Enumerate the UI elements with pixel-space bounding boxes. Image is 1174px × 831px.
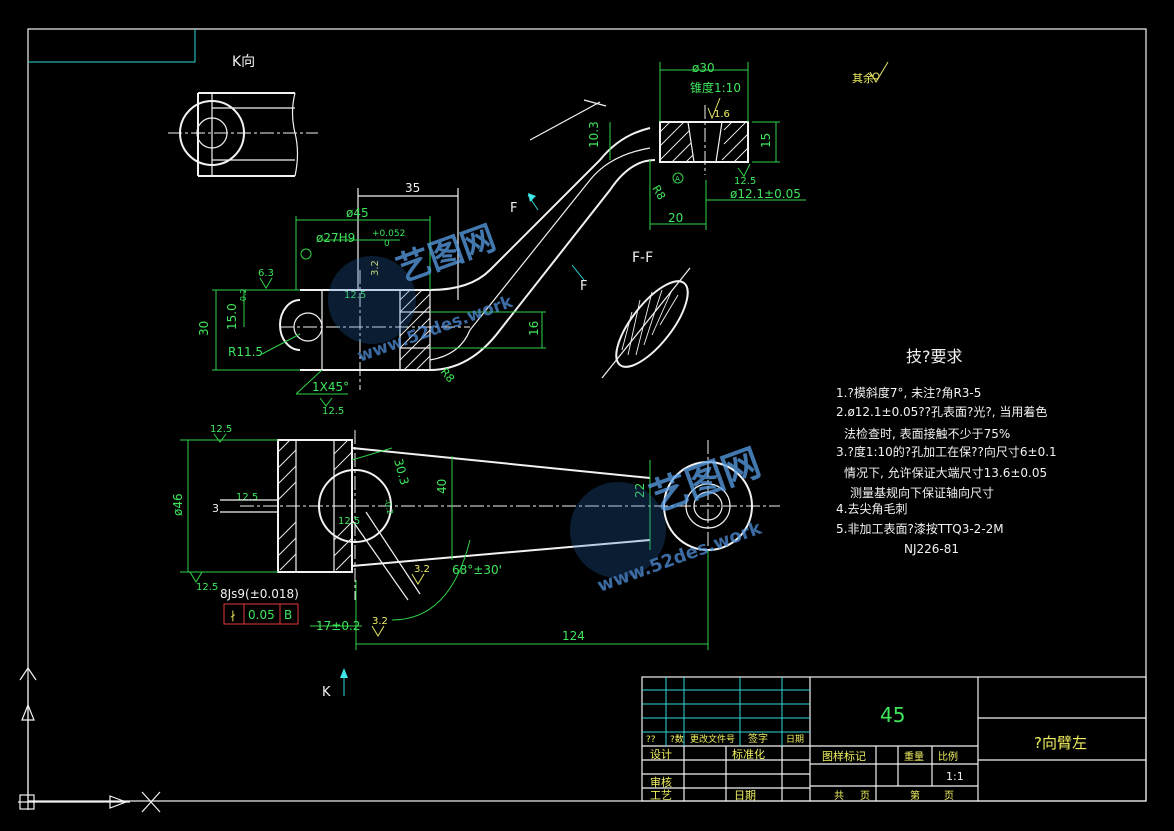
svg-text:B: B xyxy=(284,608,292,622)
default-roughness-note: 其余 xyxy=(852,61,889,85)
svg-text:标准化: 标准化 xyxy=(732,747,765,761)
top-view xyxy=(279,99,749,390)
svg-text:15: 15 xyxy=(759,133,773,148)
svg-text:日期: 日期 xyxy=(786,734,804,745)
svg-text:重量: 重量 xyxy=(904,750,924,763)
svg-text:6.3: 6.3 xyxy=(258,268,274,279)
svg-text:设计: 设计 xyxy=(650,748,672,761)
svg-text:更改文件号: 更改文件号 xyxy=(690,733,735,745)
svg-text:10.3: 10.3 xyxy=(587,121,601,148)
tech-line-4: 3.?度1:10的?孔加工在保??向尺寸6±0.1 xyxy=(836,444,1057,459)
tech-line-1: 1.?模斜度7°, 未注?角R3-5 xyxy=(836,385,981,400)
tech-title: 技?要求 xyxy=(906,347,963,366)
watermark-bottom: 艺图网 www.52des.work xyxy=(570,440,766,597)
tech-line-7: 4.去尖角毛刺 xyxy=(836,502,907,516)
svg-text:工艺: 工艺 xyxy=(650,789,672,802)
svg-text:12.5: 12.5 xyxy=(236,492,258,503)
svg-text:R11.5: R11.5 xyxy=(228,345,263,359)
svg-text:17±0.2: 17±0.2 xyxy=(316,619,360,633)
svg-text:22: 22 xyxy=(633,483,647,498)
svg-text:ø12.1±0.05: ø12.1±0.05 xyxy=(730,187,801,201)
svg-text:页: 页 xyxy=(860,790,870,802)
svg-text:签字: 签字 xyxy=(748,732,768,745)
svg-text:1.6: 1.6 xyxy=(714,109,730,120)
svg-text:1:1: 1:1 xyxy=(946,770,964,783)
svg-text:ø30: ø30 xyxy=(692,61,715,75)
svg-text:F: F xyxy=(580,279,587,294)
svg-text:15.0: 15.0 xyxy=(225,303,239,330)
svg-text:124: 124 xyxy=(562,629,585,643)
svg-text:12.5: 12.5 xyxy=(338,516,360,527)
svg-text:锥度1:10: 锥度1:10 xyxy=(690,80,741,95)
svg-text:第: 第 xyxy=(910,789,920,802)
svg-text:20: 20 xyxy=(668,211,683,225)
ucs-icon xyxy=(18,666,161,813)
svg-text:共: 共 xyxy=(834,790,844,802)
svg-text:-0.2: -0.2 xyxy=(382,498,395,515)
svg-text:其余: 其余 xyxy=(852,71,874,85)
k-view-label: K向 xyxy=(232,54,255,70)
svg-text:+0.052: +0.052 xyxy=(372,229,405,239)
svg-text:40: 40 xyxy=(435,479,449,494)
tech-line-8: 5.非加工表面?漆按TTQ3-2-2M xyxy=(836,522,1004,536)
ff-section-label: F-F xyxy=(632,250,653,266)
svg-text:30.3: 30.3 xyxy=(391,457,411,486)
svg-text:页: 页 xyxy=(944,790,954,802)
svg-text:-0.2: -0.2 xyxy=(239,288,248,304)
svg-text:审核: 审核 xyxy=(650,775,672,789)
svg-text:12.5: 12.5 xyxy=(322,406,344,417)
svg-text:12.5: 12.5 xyxy=(210,424,232,435)
svg-text:3.2: 3.2 xyxy=(370,260,381,276)
svg-text:35: 35 xyxy=(405,181,420,195)
svg-text:12.5: 12.5 xyxy=(196,582,218,593)
reverse-title-box xyxy=(28,29,196,63)
front-view xyxy=(240,430,780,601)
tech-line-6: 测量基规向下保证轴向尺寸 xyxy=(850,485,994,500)
svg-text:0.05: 0.05 xyxy=(248,608,275,622)
svg-text:1X45°: 1X45° xyxy=(312,380,349,394)
svg-text:ø46: ø46 xyxy=(171,493,185,516)
svg-text:?数: ?数 xyxy=(670,733,684,745)
svg-text:??: ?? xyxy=(646,735,656,745)
svg-text:图样标记: 图样标记 xyxy=(822,749,866,763)
part-name: ?向臂左 xyxy=(1034,734,1087,752)
tech-line-9: NJ226-81 xyxy=(904,542,959,556)
technical-requirements: 技?要求 1.?模斜度7°, 未注?角R3-5 2.ø12.1±0.05??孔表… xyxy=(836,347,1057,556)
svg-text:16: 16 xyxy=(527,321,541,336)
svg-text:12.5: 12.5 xyxy=(344,290,366,301)
front-dimensions: ø46 12.5 12.5 3 12.5 30.3 -0.2 40 22 3.2… xyxy=(171,424,709,700)
title-block: ?? ?数 更改文件号 签字 日期 设计 标准化 审核 工艺 日期 图样标记 重… xyxy=(641,676,1147,802)
ff-section xyxy=(601,267,691,379)
svg-text:A: A xyxy=(675,175,680,183)
sheet-border xyxy=(27,28,1147,802)
svg-text:ø27H9: ø27H9 xyxy=(316,231,355,245)
svg-text:F: F xyxy=(510,201,517,216)
svg-text:8Js9(±0.018): 8Js9(±0.018) xyxy=(220,587,299,601)
svg-text:3.2: 3.2 xyxy=(414,564,430,575)
svg-text:0: 0 xyxy=(384,239,390,249)
k-view xyxy=(168,92,318,177)
svg-text:R8: R8 xyxy=(649,183,668,202)
top-dimensions: ø30 锥度1:10 1.6 10.3 15 R8 12.5 A ø12.1±0… xyxy=(197,61,806,417)
svg-text:30: 30 xyxy=(197,321,211,336)
tech-line-3: 法检查时, 表面接触不少于75% xyxy=(844,426,1010,441)
svg-text:日期: 日期 xyxy=(734,789,756,802)
tech-line-5: 情况下, 允许保证大端尺寸13.6±0.05 xyxy=(844,465,1047,480)
svg-text:3: 3 xyxy=(212,502,219,515)
svg-text:K: K xyxy=(322,685,331,700)
section-f-marks: F F xyxy=(510,193,587,294)
svg-text:艺图网: 艺图网 xyxy=(391,218,501,290)
svg-text:12.5: 12.5 xyxy=(734,176,756,187)
svg-text:∤: ∤ xyxy=(230,609,236,622)
svg-text:3.2: 3.2 xyxy=(372,616,388,627)
svg-text:ø45: ø45 xyxy=(346,206,369,220)
svg-text:比例: 比例 xyxy=(938,750,958,763)
material: 45 xyxy=(880,703,905,727)
tech-line-2: 2.ø12.1±0.05??孔表面?光?, 当用着色 xyxy=(836,404,1047,419)
svg-text:艺图网: 艺图网 xyxy=(644,440,766,520)
svg-text:68°±30': 68°±30' xyxy=(452,563,502,577)
